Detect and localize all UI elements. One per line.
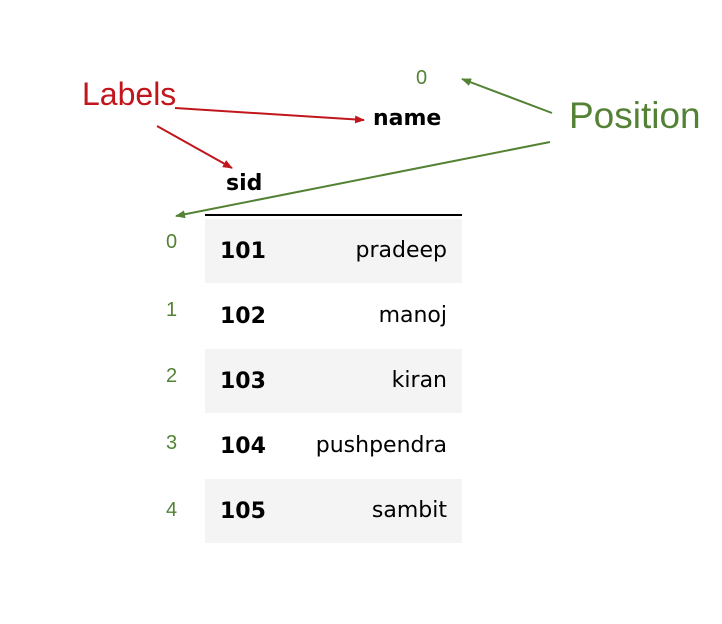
row-position-number: 3 bbox=[166, 432, 178, 454]
row-name-value: kiran bbox=[391, 368, 447, 393]
row-index-label: 105 bbox=[220, 499, 266, 524]
index-header-sid: sid bbox=[226, 171, 263, 196]
row-name-value: pushpendra bbox=[315, 433, 447, 458]
row-position-number: 4 bbox=[166, 499, 178, 521]
row-name-value: manoj bbox=[378, 303, 447, 328]
position-to-column-arrow bbox=[461, 78, 553, 114]
column-header-name: name bbox=[373, 106, 442, 131]
row-stripe-4 bbox=[205, 479, 462, 543]
labels-to-name-arrow bbox=[174, 107, 365, 124]
row-index-label: 103 bbox=[220, 369, 266, 394]
position-annotation: Position bbox=[569, 95, 701, 136]
labels-to-sid-arrow bbox=[156, 125, 233, 169]
row-index-label: 101 bbox=[220, 239, 266, 264]
row-position-number: 1 bbox=[166, 299, 178, 321]
row-position-number: 0 bbox=[166, 231, 178, 253]
position-to-rows-arrow bbox=[175, 141, 551, 219]
column-position-number: 0 bbox=[416, 67, 428, 89]
labels-annotation: Labels bbox=[82, 76, 177, 112]
row-stripe-2 bbox=[205, 349, 462, 413]
row-position-number: 2 bbox=[166, 365, 178, 387]
row-index-label: 102 bbox=[220, 304, 266, 329]
row-name-value: sambit bbox=[371, 498, 447, 523]
row-name-value: pradeep bbox=[355, 238, 448, 263]
header-rule bbox=[205, 214, 462, 216]
row-index-label: 104 bbox=[220, 434, 266, 459]
row-stripe-0 bbox=[205, 219, 462, 283]
